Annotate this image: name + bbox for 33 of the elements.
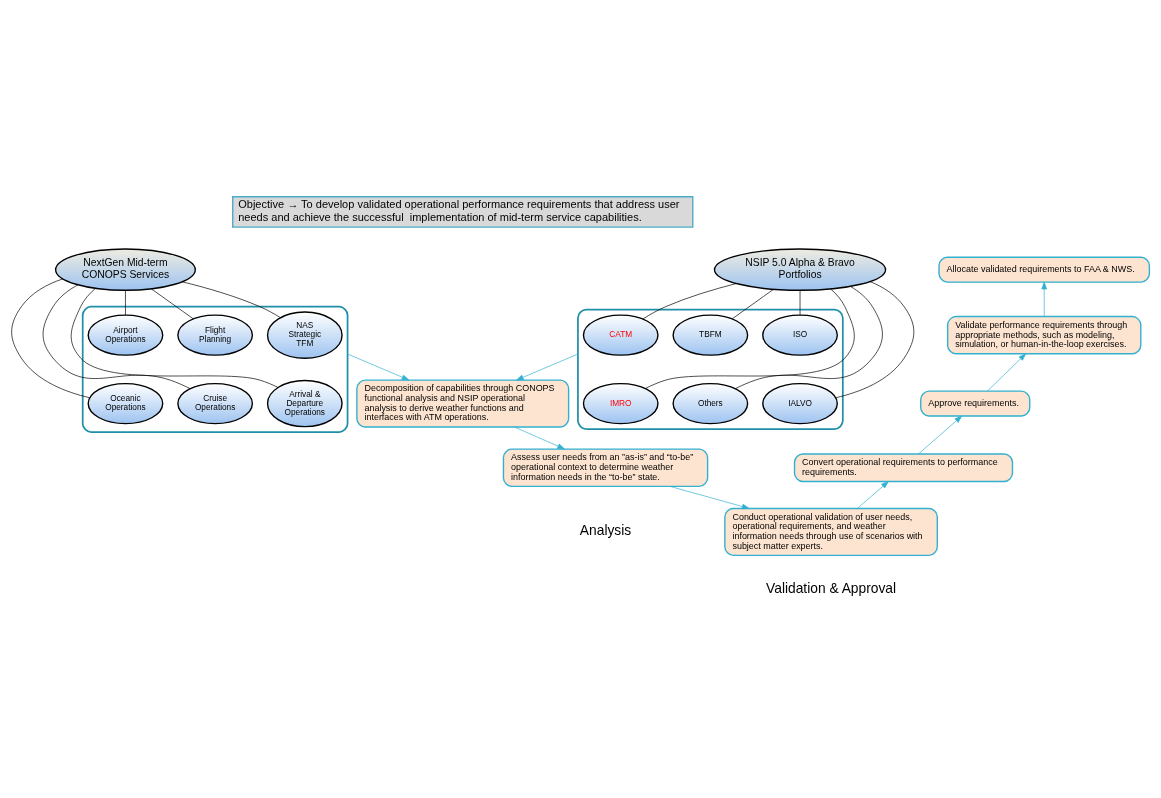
node-box: Conduct operational validation of user needs, operational requirements, and weather information needs through use of scenarios with subject matter experts. [724,507,938,556]
node-ellipse: NSIP 5.0 Alpha & Bravo Portfolios [713,247,887,291]
node-box: Allocate validated requirements to FAA & NWS. [938,256,1151,283]
connector [125,289,126,315]
connector [181,280,281,318]
node-box: Convert operational requirements to performance requirements. [793,452,1014,482]
connector [799,289,801,315]
label: Validation & Approval [766,580,897,596]
connector [11,278,91,398]
node-ellipse: NextGen Mid-term CONOPS Services [54,247,196,291]
connector [732,288,774,319]
cluster [81,305,349,433]
arrow [347,353,410,380]
node-box: Decomposition of capabilities through CONOPS functional analysis and NSIP operational analysis to derive weather functions and interfaces with ATM operations. [356,378,570,428]
label: Analysis [579,522,632,538]
arrow [669,485,750,509]
node-box: Validate performance requirements through appropriate methods, such as modeling, simulation, or human-in-the-loop exercises. [946,315,1142,354]
connector [835,280,915,398]
arrow [918,415,963,454]
node-box: Objective → To develop validated operational performance requirements that address user needs and achieve the successful implementation of mid-term service capabilities. [232,195,694,228]
connector [70,287,279,388]
cluster [577,308,844,430]
connector [642,282,737,319]
arrow [514,426,565,449]
arrow [857,480,889,509]
node-box: Approve requirements. [920,390,1031,417]
arrow [516,353,579,380]
connector [42,283,191,389]
node-box: Assess user needs from an ”as-is” and “to-be” operational context to determine weather information needs in the “to-be” state. [502,447,709,487]
connector [735,285,883,389]
connector [645,288,855,389]
arrow [1041,281,1047,317]
arrow [987,352,1027,391]
